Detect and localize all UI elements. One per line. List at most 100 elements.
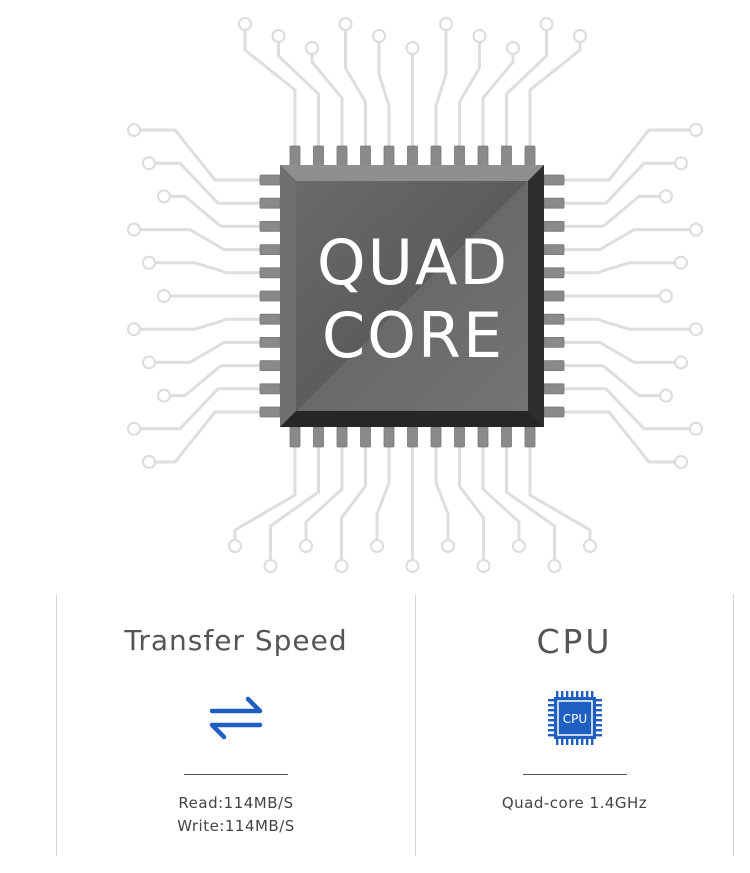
- chip-pins: [259, 145, 565, 448]
- trace: [481, 54, 515, 146]
- chip-pin: [259, 383, 281, 395]
- spec-rule: [522, 774, 627, 775]
- chip-label-line1: QUAD: [317, 226, 509, 299]
- trace-dot: [334, 559, 349, 573]
- chip-face: [296, 181, 528, 411]
- trace: [564, 317, 690, 331]
- trace: [505, 447, 556, 560]
- chip-pin: [543, 267, 565, 279]
- trace-dot: [689, 222, 703, 237]
- transfer-arrows-icon: [208, 690, 264, 750]
- spec-title: CPU: [536, 622, 613, 661]
- trace-dot: [476, 559, 491, 573]
- trace-dot: [689, 322, 703, 337]
- trace: [170, 364, 260, 398]
- trace-dot: [547, 559, 562, 573]
- trace: [155, 161, 260, 205]
- trace: [564, 128, 690, 182]
- spec-cpu: CPU CPU Quad-core 1.4GHz: [416, 594, 733, 856]
- chip-pin: [543, 174, 565, 186]
- trace: [170, 194, 260, 228]
- chip-pin: [313, 145, 324, 167]
- divider-middle: [415, 594, 416, 856]
- divider-right: [733, 594, 734, 856]
- chip-label-line2: CORE: [322, 299, 504, 372]
- chip-pin: [259, 267, 281, 279]
- trace-dot: [127, 322, 141, 337]
- divider-left: [56, 594, 57, 856]
- cpu-icon-label: CPU: [562, 712, 586, 726]
- trace-dot: [441, 539, 455, 553]
- trace: [155, 410, 260, 464]
- trace: [481, 447, 521, 540]
- chip-pin: [313, 426, 324, 448]
- chip-bevel-bottom: [280, 411, 544, 427]
- chip-pin: [259, 406, 281, 418]
- trace-dot: [338, 17, 353, 31]
- cpu-chip-icon: CPU: [545, 688, 605, 752]
- chip-pin: [383, 145, 395, 167]
- trace: [564, 161, 675, 205]
- spec-title: Transfer Speed: [124, 624, 348, 657]
- trace-dot: [157, 289, 171, 303]
- chip-pin: [543, 360, 565, 372]
- trace: [564, 194, 660, 228]
- trace: [505, 30, 548, 146]
- trace-dot: [659, 289, 673, 303]
- trace-dot: [689, 421, 703, 436]
- trace-dot: [142, 255, 156, 270]
- trace-dot: [142, 455, 156, 469]
- chip-pin: [407, 145, 418, 167]
- trace: [140, 387, 260, 431]
- trace: [528, 42, 582, 146]
- trace-dot: [583, 539, 597, 553]
- chip-bevel-top: [280, 165, 544, 181]
- trace-dot: [659, 189, 673, 204]
- trace-dot: [472, 29, 487, 43]
- trace-dot: [512, 539, 526, 553]
- chip-pin: [543, 290, 565, 302]
- trace: [304, 447, 344, 540]
- circuit-traces: [140, 30, 690, 560]
- trace: [233, 447, 297, 540]
- trace-dot: [127, 123, 141, 137]
- trace-dot: [405, 559, 420, 573]
- trace: [277, 42, 320, 146]
- chip-pin: [259, 220, 281, 232]
- chip-pin: [524, 426, 536, 448]
- chip-pin: [477, 426, 489, 448]
- chip-pin: [501, 426, 512, 448]
- chip-pin: [543, 244, 565, 256]
- trace-dot: [506, 41, 520, 55]
- chip-pin: [407, 426, 418, 448]
- trace: [344, 30, 367, 146]
- trace: [243, 30, 297, 146]
- chip-pin: [543, 313, 565, 325]
- chip-pin: [383, 426, 395, 448]
- chip-pin: [524, 145, 536, 167]
- trace: [564, 387, 690, 431]
- chip-pin: [360, 426, 371, 448]
- spec-write-value: Write:114MB/S: [177, 817, 295, 835]
- trace-dot: [372, 29, 386, 43]
- trace: [155, 340, 260, 364]
- spec-transfer-speed: Transfer Speed Read:114MB/S Write:114MB/…: [57, 594, 415, 856]
- trace-dot: [674, 156, 688, 171]
- trace-dot: [271, 29, 286, 43]
- spec-rule: [184, 774, 288, 775]
- trace: [564, 261, 675, 275]
- chip-pin: [259, 290, 281, 302]
- trace-dot: [142, 355, 156, 370]
- trace-dot: [228, 539, 242, 553]
- chip-pin: [543, 220, 565, 232]
- trace: [375, 447, 391, 540]
- chip-pin: [454, 145, 465, 167]
- chip-pin: [477, 145, 489, 167]
- chip-bevel-left: [280, 165, 296, 427]
- trace: [434, 447, 450, 540]
- chip-bevel-right: [528, 165, 544, 427]
- trace-dot: [127, 421, 141, 436]
- chip-pin: [360, 145, 371, 167]
- chip-pin: [259, 244, 281, 256]
- trace-dot: [157, 388, 171, 403]
